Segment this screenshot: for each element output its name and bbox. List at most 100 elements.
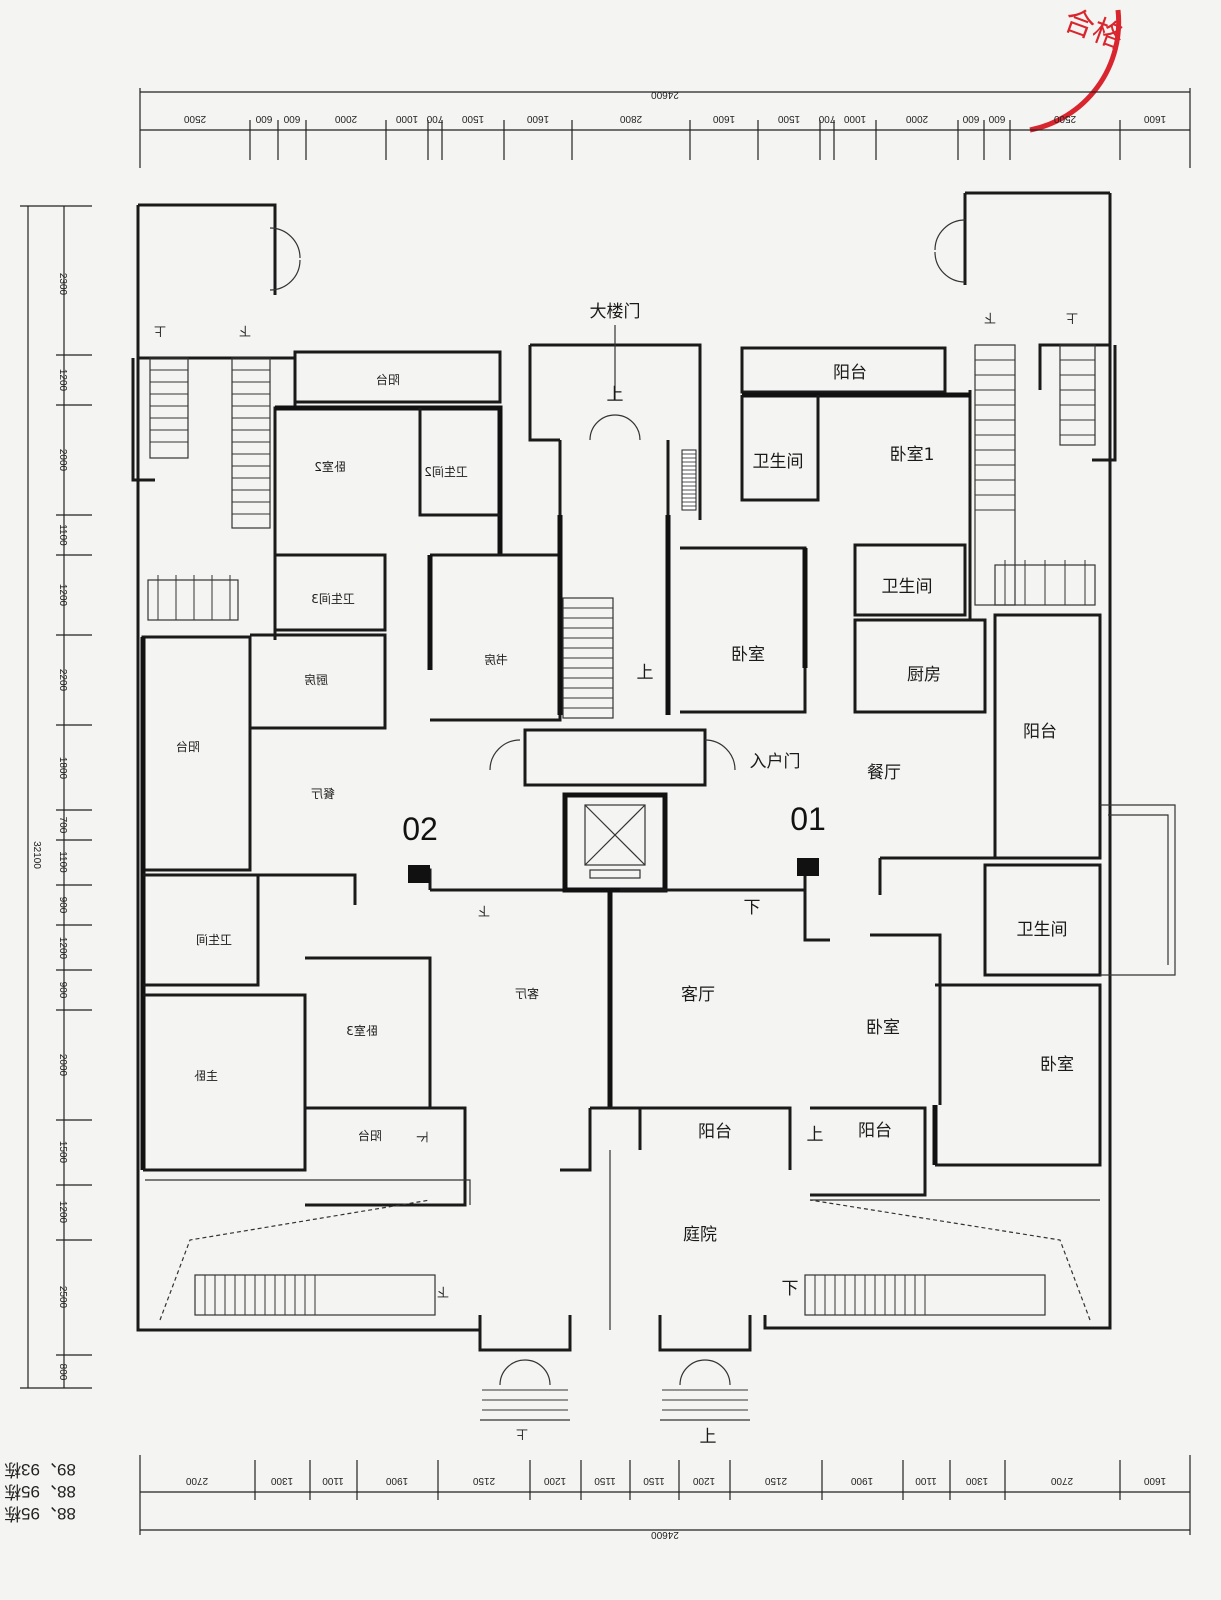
svg-text:1200: 1200 xyxy=(57,584,68,607)
svg-text:1200: 1200 xyxy=(57,369,68,392)
label-mirror-down-left: 下 xyxy=(239,324,251,338)
svg-text:2500: 2500 xyxy=(183,113,206,124)
stair-core xyxy=(562,597,614,719)
svg-text:2200: 2200 xyxy=(57,669,68,692)
approval-stamp: 合格 xyxy=(1029,3,1128,133)
svg-text:88、95栋: 88、95栋 xyxy=(4,1482,76,1501)
svg-text:2700: 2700 xyxy=(1050,1475,1073,1486)
unit-number-left: 02 xyxy=(402,811,438,847)
svg-text:700: 700 xyxy=(57,817,68,834)
railing-left xyxy=(147,575,239,621)
svg-text:1600: 1600 xyxy=(526,113,549,124)
label-mirror-kitchen: 厨房 xyxy=(304,672,328,687)
svg-text:1200: 1200 xyxy=(57,1201,68,1224)
top-ticks xyxy=(249,120,1121,160)
bottom-dimension: 24600 2700 1300 1100 1900 2150 1200 1150… xyxy=(139,1455,1191,1540)
label-mirror-up-left: 上 xyxy=(154,324,166,338)
svg-text:1100: 1100 xyxy=(915,1475,937,1486)
left-segment-labels: 2300 1200 2000 1100 1200 2200 1800 700 1… xyxy=(57,273,68,1381)
svg-text:1500: 1500 xyxy=(57,1141,68,1164)
svg-text:2000: 2000 xyxy=(334,113,357,124)
svg-text:2500: 2500 xyxy=(57,1286,68,1309)
bottom-total-label: 24600 xyxy=(651,1529,679,1540)
label-mirror-bedroom3: 卧室3 xyxy=(346,1023,378,1038)
label-right-balcony-top: 阳台 xyxy=(833,363,867,383)
label-up-balcony: 上 xyxy=(807,1125,824,1145)
svg-text:1800: 1800 xyxy=(57,757,68,780)
left-total-label: 32100 xyxy=(31,841,42,869)
stairs xyxy=(147,344,1096,1411)
label-mirror-balcony-top: 阳台 xyxy=(376,372,400,387)
label-up-core: 上 xyxy=(637,663,654,683)
label-mirror-study: 书房 xyxy=(484,652,508,667)
svg-text:1000: 1000 xyxy=(395,113,418,124)
label-right-balcony-side: 阳台 xyxy=(1023,722,1057,742)
svg-text:2000: 2000 xyxy=(905,113,928,124)
entrance-steps xyxy=(482,1389,748,1411)
svg-text:700: 700 xyxy=(818,113,835,124)
mirrored-labels: 阳台 卧室2 卫生间2 卫生间3 书房 厨房 阳台 餐厅 卫生间 客厅 卧室3 … xyxy=(154,311,1078,1441)
label-mirror-down-right-top: 下 xyxy=(984,311,996,325)
label-mirror-master: 主卧 xyxy=(194,1069,218,1083)
svg-text:1200: 1200 xyxy=(543,1475,566,1486)
stair-right-top xyxy=(974,344,1096,606)
stair-left-top xyxy=(149,357,271,529)
label-right-bedroom-corner: 卧室 xyxy=(1040,1055,1074,1075)
svg-text:2800: 2800 xyxy=(619,113,642,124)
stair-bottom-left xyxy=(194,1274,436,1316)
svg-text:800: 800 xyxy=(57,1364,68,1381)
top-dimension: 24600 2500 600 600 2000 1000 700 1500 16… xyxy=(139,88,1191,168)
side-notes: 89、93栋 88、95栋 88、95栋 xyxy=(4,1460,76,1523)
svg-text:1150: 1150 xyxy=(643,1475,665,1486)
railing-right xyxy=(994,560,1096,606)
label-right-kitchen: 厨房 xyxy=(907,665,941,685)
svg-text:1100: 1100 xyxy=(322,1475,344,1486)
svg-text:1500: 1500 xyxy=(777,113,800,124)
top-total-label: 24600 xyxy=(651,89,679,100)
svg-text:1500: 1500 xyxy=(461,113,484,124)
label-mirror-up-right-top: 上 xyxy=(1066,311,1078,325)
svg-text:1100: 1100 xyxy=(57,851,68,873)
label-up-bottom: 上 xyxy=(700,1427,717,1447)
label-mirror-bath2: 卫生间2 xyxy=(424,465,468,479)
svg-text:2150: 2150 xyxy=(764,1475,787,1486)
label-mirror-balcony-side: 阳台 xyxy=(176,739,200,754)
label-courtyard: 庭院 xyxy=(683,1225,717,1245)
label-right-bedroom-low: 卧室 xyxy=(866,1018,900,1038)
label-mirror-bath3: 卫生间3 xyxy=(311,592,355,606)
room-labels: 大楼门 上 上 入户门 阳台 卫生间 卧室1 卫生间 卧室 厨房 阳台 餐厅 卫… xyxy=(590,302,1075,1447)
label-mirror-down-left-bottom: 下 xyxy=(437,1285,449,1299)
svg-text:2500: 2500 xyxy=(1053,113,1076,124)
label-mirror-dining: 餐厅 xyxy=(311,786,335,801)
svg-text:1900: 1900 xyxy=(385,1475,408,1486)
label-mirror-up-bottom-left: 上 xyxy=(516,1427,528,1441)
svg-text:900: 900 xyxy=(57,897,68,914)
svg-text:89、93栋: 89、93栋 xyxy=(4,1460,76,1479)
label-right-bedroom1: 卧室1 xyxy=(890,445,935,465)
svg-text:2700: 2700 xyxy=(185,1475,208,1486)
svg-text:2150: 2150 xyxy=(472,1475,495,1486)
svg-text:2000: 2000 xyxy=(57,449,68,472)
label-mirror-bedroom2: 卧室2 xyxy=(314,459,346,474)
left-ticks xyxy=(56,354,92,1356)
label-right-dining: 餐厅 xyxy=(867,763,901,783)
label-center-balcony: 阳台 xyxy=(698,1122,732,1142)
bottom-ticks xyxy=(254,1460,1121,1500)
building-walls xyxy=(131,191,1176,1421)
label-mirror-down-balcony: 下 xyxy=(415,1131,429,1143)
label-mirror-bath: 卫生间 xyxy=(196,933,232,947)
top-segment-labels: 2500 600 600 2000 1000 700 1500 1600 280… xyxy=(183,113,1166,124)
svg-text:900: 900 xyxy=(57,982,68,999)
svg-text:1600: 1600 xyxy=(712,113,735,124)
label-down-right: 下 xyxy=(744,898,761,918)
label-mirror-down-left-mid: 下 xyxy=(478,904,490,918)
svg-text:1600: 1600 xyxy=(1143,113,1166,124)
svg-text:1150: 1150 xyxy=(594,1475,616,1486)
label-up-entrance: 上 xyxy=(607,385,624,405)
svg-text:88、95栋: 88、95栋 xyxy=(4,1504,76,1523)
label-mirror-balcony-bottom: 阳台 xyxy=(358,1128,382,1143)
svg-text:1300: 1300 xyxy=(965,1475,988,1486)
label-right-bedroom-mid: 卧室 xyxy=(731,645,765,665)
svg-text:1200: 1200 xyxy=(57,937,68,960)
svg-text:1200: 1200 xyxy=(692,1475,715,1486)
